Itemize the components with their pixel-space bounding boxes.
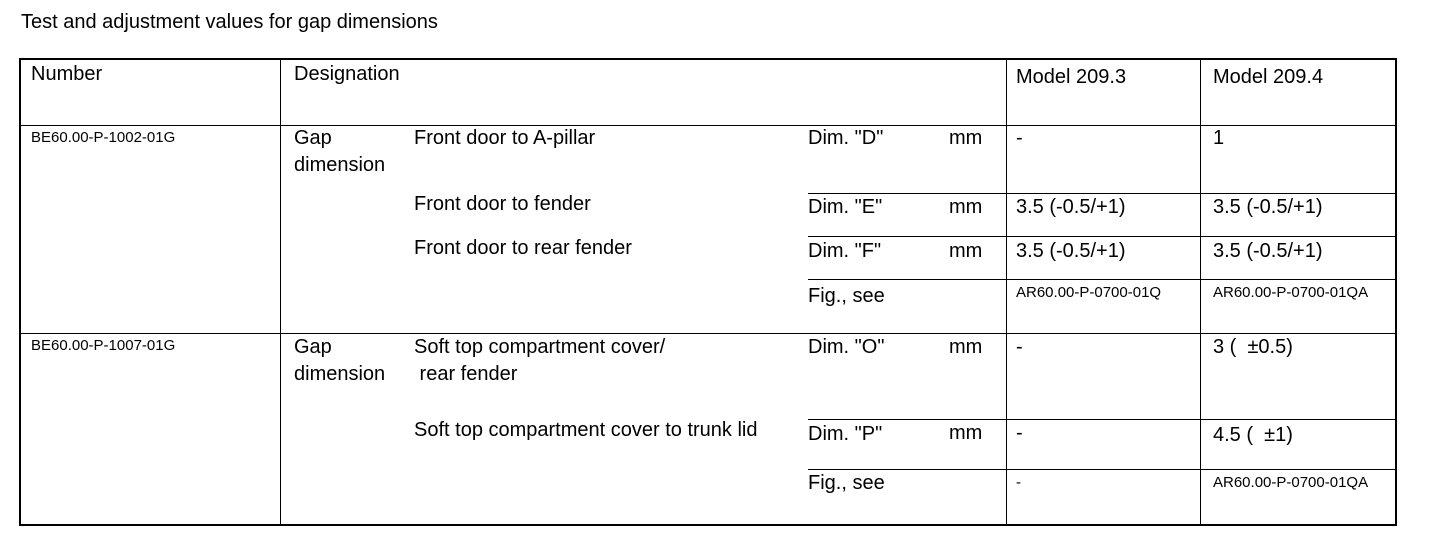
value-model-209-3: - [1016, 422, 1023, 444]
unit-label: mm [949, 127, 983, 149]
unit-label: mm [949, 240, 983, 262]
header-model-209-3: Model 209.3 [1016, 66, 1127, 88]
value-model-209-3: - [1016, 336, 1023, 358]
row-divider [808, 279, 1396, 280]
figure-reference-model-209-4[interactable]: AR60.00-P-0700-01QA [1213, 474, 1369, 491]
header-designation: Designation [294, 63, 400, 85]
row-description: rear fender [414, 363, 518, 385]
unit-label: mm [949, 336, 983, 358]
figure-reference-model-209-4[interactable]: AR60.00-P-0700-01QA [1213, 284, 1369, 301]
page-title: Test and adjustment values for gap dimen… [21, 11, 438, 33]
row-divider [808, 469, 1396, 470]
header-divider [20, 125, 1396, 126]
row-description: Front door to rear fender [414, 237, 632, 259]
col-divider [1200, 59, 1201, 525]
dimension-label: Dim. "O" [808, 336, 885, 358]
document-number: BE60.00-P-1007-01G [31, 337, 176, 354]
row-divider [808, 236, 1396, 237]
value-model-209-4: 3 ( ±0.5) [1213, 336, 1293, 358]
value-model-209-4: 4.5 ( ±1) [1213, 424, 1293, 446]
value-model-209-4: 3.5 (-0.5/+1) [1213, 240, 1323, 262]
category-label: Gap [294, 127, 332, 149]
col-divider [280, 59, 281, 525]
category-label: Gap [294, 336, 332, 358]
dimension-label: Dim. "P" [808, 423, 883, 445]
dimension-label: Dim. "E" [808, 196, 883, 218]
value-model-209-3: - [1016, 127, 1023, 149]
figure-reference-model-209-3[interactable]: AR60.00-P-0700-01Q [1016, 284, 1162, 301]
col-divider [1006, 59, 1007, 525]
document-number: BE60.00-P-1002-01G [31, 129, 176, 146]
figure-reference-label: Fig., see [808, 472, 885, 494]
row-divider [808, 419, 1396, 420]
row-description: Front door to fender [414, 193, 591, 215]
figure-reference-model-209-3: - [1016, 474, 1021, 491]
row-divider [808, 193, 1396, 194]
header-model-209-4: Model 209.4 [1213, 66, 1324, 88]
value-model-209-4: 3.5 (-0.5/+1) [1213, 196, 1323, 218]
gap-dimensions-table [19, 58, 1397, 526]
value-model-209-3: 3.5 (-0.5/+1) [1016, 196, 1126, 218]
group-divider [20, 333, 1396, 334]
category-label: dimension [294, 363, 386, 385]
unit-label: mm [949, 196, 983, 218]
row-description: Soft top compartment cover to trunk lid [414, 419, 758, 441]
figure-reference-label: Fig., see [808, 285, 885, 307]
category-label: dimension [294, 154, 386, 176]
dimension-label: Dim. "F" [808, 240, 882, 262]
row-description: Soft top compartment cover/ [414, 336, 666, 358]
value-model-209-3: 3.5 (-0.5/+1) [1016, 240, 1126, 262]
dimension-label: Dim. "D" [808, 127, 884, 149]
row-description: Front door to A-pillar [414, 127, 596, 149]
unit-label: mm [949, 422, 983, 444]
value-model-209-4: 1 [1213, 127, 1225, 149]
header-number: Number [31, 63, 103, 85]
